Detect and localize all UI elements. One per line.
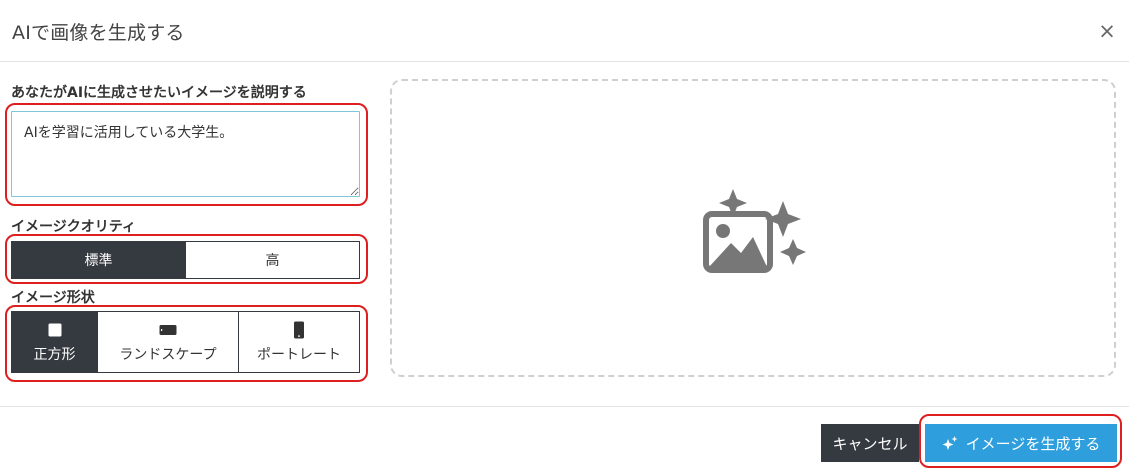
shape-selector: 正方形 ランドスケープ ポートレート — [11, 311, 360, 373]
highlight-prompt — [5, 103, 368, 206]
footer-divider — [0, 406, 1129, 407]
highlight-shape — [5, 305, 368, 382]
image-preview-area — [390, 79, 1116, 377]
cancel-button[interactable]: キャンセル — [821, 424, 919, 462]
prompt-label: あなたがAIに生成させたいイメージを説明する — [11, 85, 307, 101]
prompt-input[interactable] — [11, 111, 360, 197]
shape-option-portrait[interactable]: ポートレート — [238, 312, 359, 372]
quality-option-high[interactable]: 高 — [185, 242, 359, 278]
shape-option-square[interactable]: 正方形 — [12, 312, 97, 372]
quality-option-standard[interactable]: 標準 — [12, 242, 185, 278]
highlight-quality — [5, 234, 368, 284]
dialog-header: AIで画像を生成する × — [0, 0, 1129, 62]
quality-label: イメージクオリティ — [11, 219, 136, 235]
highlight-generate — [919, 414, 1122, 468]
dialog-title: AIで画像を生成する — [12, 22, 185, 44]
quality-selector: 標準 高 — [11, 241, 360, 279]
square-icon — [48, 321, 62, 339]
close-icon[interactable]: × — [1098, 19, 1116, 43]
shape-option-label: ポートレート — [257, 346, 341, 363]
ai-image-placeholder-icon — [703, 189, 806, 273]
shape-label: イメージ形状 — [11, 290, 95, 306]
generate-image-button[interactable]: イメージを生成する — [925, 424, 1117, 462]
shape-option-label: 正方形 — [33, 346, 76, 363]
generate-image-label: イメージを生成する — [965, 434, 1101, 453]
portrait-icon — [293, 321, 305, 339]
shape-option-landscape[interactable]: ランドスケープ — [97, 312, 238, 372]
sparkle-icon — [942, 435, 958, 451]
shape-option-label: ランドスケープ — [119, 346, 217, 363]
landscape-icon — [159, 321, 177, 339]
